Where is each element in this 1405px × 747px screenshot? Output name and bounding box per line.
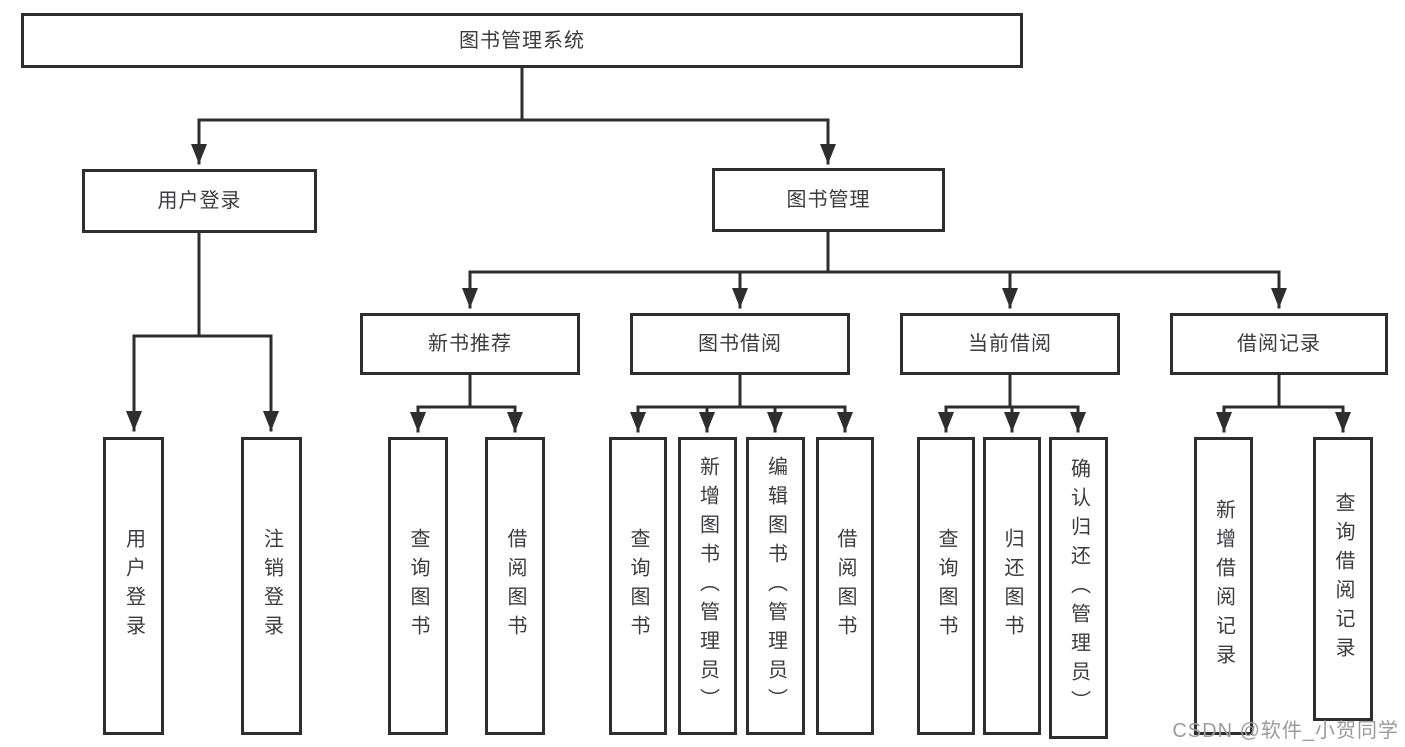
node-leaf-add-borrow-record: 新增借阅记录 <box>1194 437 1253 735</box>
node-label: 注销登录 <box>260 528 283 644</box>
node-leaf-user-login: 用户登录 <box>103 437 164 735</box>
node-label: 借阅图书 <box>504 528 526 644</box>
node-leaf-recommend-query-books: 查询图书 <box>388 437 448 735</box>
node-label: 新书推荐 <box>428 333 512 355</box>
node-label: 借阅图书 <box>834 528 856 644</box>
node-label: 查询图书 <box>407 528 429 644</box>
node-label: 查询借阅记录 <box>1332 492 1354 666</box>
node-book-borrow: 图书借阅 <box>630 313 850 375</box>
node-leaf-add-books-admin: 新增图书（管理员） <box>678 437 737 735</box>
node-leaf-return-books: 归还图书 <box>983 437 1041 735</box>
node-label: 图书管理 <box>786 189 871 211</box>
node-label: 确认归还（管理员） <box>1067 457 1090 719</box>
node-leaf-current-query-books: 查询图书 <box>917 437 975 735</box>
node-label: 图书管理系统 <box>459 29 585 52</box>
watermark: CSDN @软件_小贺同学 <box>1172 720 1399 742</box>
node-label: 查询图书 <box>627 528 649 644</box>
node-label: 查询图书 <box>935 528 957 644</box>
node-current-borrow: 当前借阅 <box>900 313 1120 375</box>
node-leaf-query-borrow-record: 查询借阅记录 <box>1313 437 1373 721</box>
node-label: 归还图书 <box>1001 528 1023 644</box>
node-leaf-recommend-borrow-books: 借阅图书 <box>485 437 545 735</box>
node-label: 新增借阅记录 <box>1212 499 1235 673</box>
node-leaf-borrow-query-books: 查询图书 <box>609 437 667 735</box>
node-borrow-records: 借阅记录 <box>1170 313 1388 375</box>
node-leaf-borrow-books: 借阅图书 <box>816 437 874 735</box>
node-library-management-system: 图书管理系统 <box>21 13 1023 68</box>
node-new-book-recommend: 新书推荐 <box>360 313 580 375</box>
node-label: 图书借阅 <box>698 333 782 355</box>
node-label: 用户登录 <box>157 190 242 212</box>
node-label: 用户登录 <box>122 528 145 644</box>
node-label: 借阅记录 <box>1237 333 1321 355</box>
node-user-login: 用户登录 <box>82 169 317 233</box>
node-leaf-edit-books-admin: 编辑图书（管理员） <box>746 437 805 735</box>
node-label: 新增图书（管理员） <box>696 455 719 717</box>
node-leaf-logout: 注销登录 <box>241 437 302 735</box>
node-book-management: 图书管理 <box>712 168 945 232</box>
node-label: 编辑图书（管理员） <box>764 455 787 717</box>
node-leaf-confirm-return-admin: 确认归还（管理员） <box>1049 437 1108 739</box>
node-label: 当前借阅 <box>968 333 1052 355</box>
